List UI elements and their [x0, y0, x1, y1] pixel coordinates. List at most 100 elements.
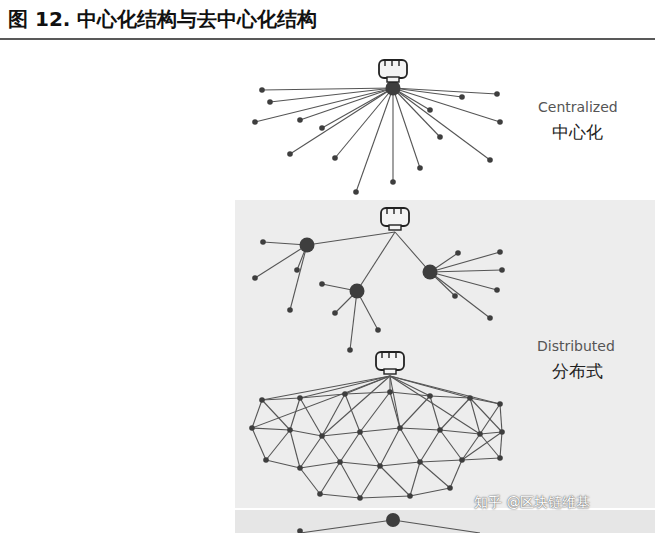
panel: [235, 200, 655, 508]
structure-label: 中心化: [552, 121, 603, 144]
network-node: [319, 281, 325, 287]
link-line: [393, 88, 497, 94]
link-line: [340, 432, 360, 462]
link-line: [430, 252, 500, 272]
link-line: [462, 458, 500, 460]
network-node: [417, 459, 423, 465]
link-line: [252, 400, 262, 428]
link-line: [307, 232, 395, 245]
link-line: [380, 466, 410, 496]
link-line: [440, 430, 462, 460]
network-node: [487, 315, 493, 321]
network-node: [477, 431, 483, 437]
network-node: [386, 81, 401, 96]
network-node: [497, 455, 503, 461]
link-line: [430, 396, 440, 430]
link-line: [360, 428, 400, 432]
link-line: [350, 291, 357, 350]
network-node: [375, 327, 381, 333]
network-node: [252, 119, 258, 125]
network-node: [377, 463, 383, 469]
link-line: [300, 462, 340, 468]
network-node: [417, 165, 423, 171]
link-line: [262, 376, 390, 400]
link-line: [393, 88, 420, 168]
network-lines: [252, 88, 502, 533]
link-line: [470, 398, 502, 432]
link-line: [440, 430, 480, 434]
network-node: [437, 427, 443, 433]
network-node: [437, 134, 443, 140]
link-line: [380, 462, 420, 466]
link-line: [320, 494, 360, 498]
link-line: [300, 436, 322, 468]
link-line: [393, 88, 462, 97]
link-line: [500, 432, 502, 458]
link-line: [480, 404, 500, 434]
network-node: [252, 275, 258, 281]
link-line: [393, 88, 490, 160]
link-line: [300, 468, 320, 494]
link-line: [360, 432, 380, 466]
network-node: [467, 395, 473, 401]
network-node: [297, 528, 303, 533]
network-node: [317, 491, 323, 497]
watermark: 知乎 @区块链维基: [474, 494, 590, 512]
network-node: [332, 155, 338, 161]
link-line: [400, 428, 420, 462]
network-node: [407, 493, 413, 499]
link-line: [290, 398, 300, 430]
fist-icons: [376, 60, 409, 374]
link-line: [462, 432, 502, 460]
link-line: [462, 434, 480, 460]
network-node: [263, 457, 269, 463]
network-node: [353, 189, 359, 195]
network-node: [497, 401, 503, 407]
network-node: [390, 179, 396, 185]
link-line: [340, 462, 360, 498]
link-line: [392, 88, 393, 182]
network-node: [499, 429, 505, 435]
network-node: [497, 119, 503, 125]
network-node: [347, 347, 353, 353]
link-line: [410, 462, 420, 496]
link-line: [390, 392, 400, 428]
link-line: [335, 88, 393, 158]
link-line: [300, 376, 390, 398]
fist-icon: [376, 352, 404, 374]
network-node: [459, 457, 465, 463]
link-line: [290, 245, 307, 310]
network-node: [452, 293, 458, 299]
network-node: [267, 99, 273, 105]
link-line: [430, 270, 502, 272]
link-line: [390, 376, 500, 404]
link-line: [400, 428, 440, 430]
link-line: [290, 430, 322, 436]
link-line: [300, 398, 322, 436]
network-node: [342, 391, 348, 397]
link-line: [440, 398, 470, 430]
link-line: [400, 396, 430, 428]
network-node: [357, 429, 363, 435]
link-line: [345, 394, 360, 432]
network-node: [332, 310, 338, 316]
network-node: [427, 393, 433, 399]
link-line: [390, 376, 400, 428]
link-line: [322, 432, 360, 436]
network-node: [319, 433, 325, 439]
link-line: [345, 392, 390, 394]
link-line: [480, 434, 500, 458]
network-node: [487, 157, 493, 163]
network-node: [350, 284, 365, 299]
link-line: [393, 88, 500, 122]
link-line: [500, 404, 502, 432]
network-node: [297, 465, 303, 471]
structure-label: Centralized: [538, 99, 618, 115]
network-node: [319, 125, 325, 131]
link-line: [420, 430, 440, 462]
network-node: [423, 265, 438, 280]
link-line: [290, 88, 393, 154]
network-node: [459, 94, 465, 100]
link-line: [290, 430, 300, 468]
